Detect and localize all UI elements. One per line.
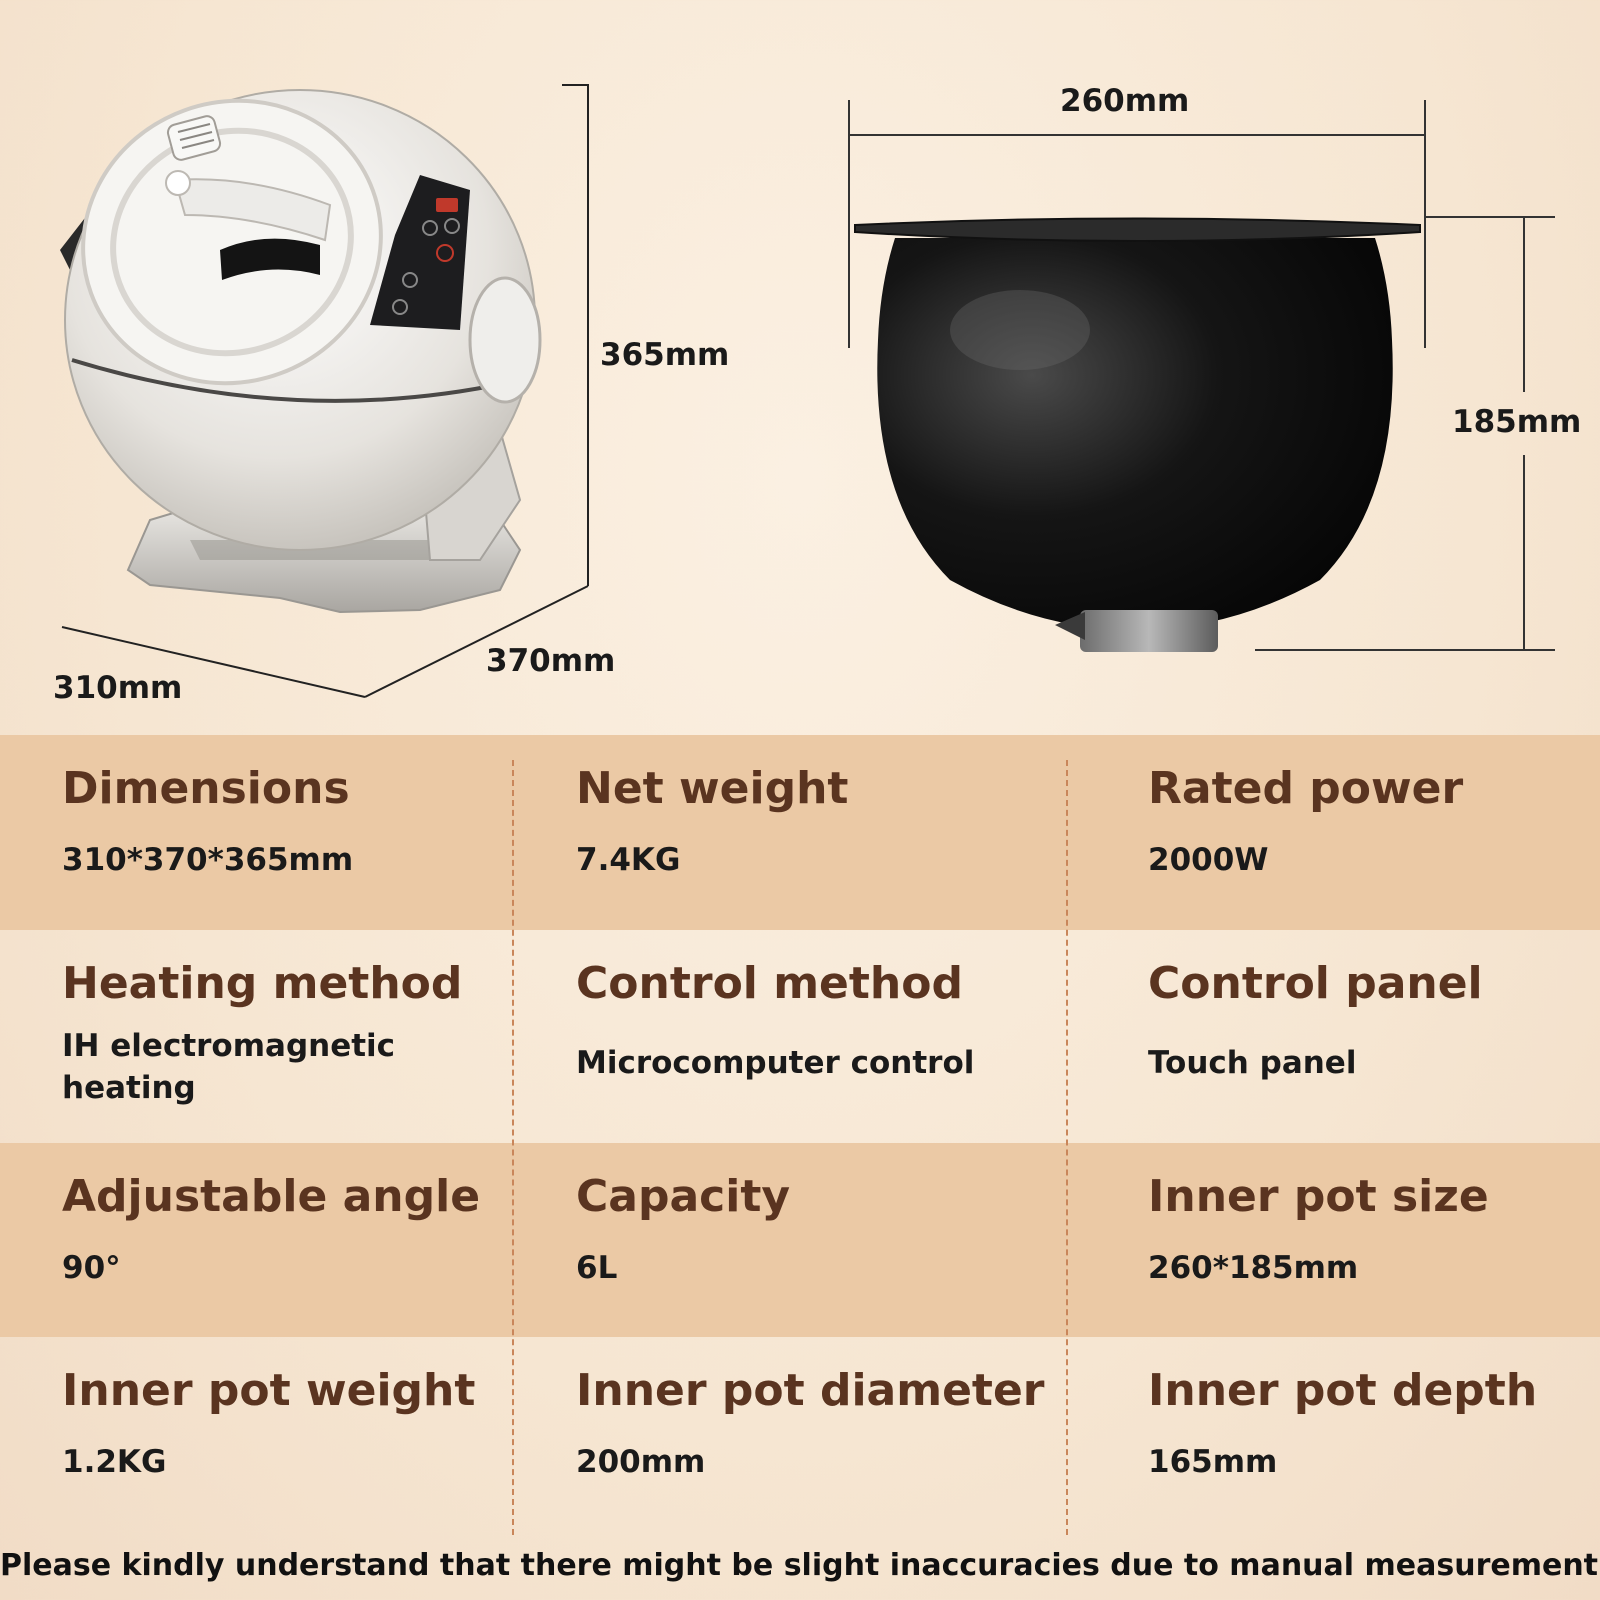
display-icon [436,198,458,212]
spec-value: 1.2KG [62,1444,167,1481]
spec-value: 310*370*365mm [62,842,354,879]
machine-dimension-lines [61,84,589,698]
spec-title: Control panel [1148,958,1483,1009]
spec-value: 200mm [576,1444,706,1481]
heart-button-icon [436,244,454,262]
cooking-machine [60,89,542,614]
spec-cell-net-weight: Net weight 7.4KG [512,735,1066,930]
spec-title: Rated power [1148,763,1464,814]
button-icon [402,272,418,288]
product-illustration-area: 365mm 370mm 310mm 260mm 185mm [0,0,1600,735]
spec-cell-capacity: Capacity 6L [512,1143,1066,1337]
power-button-icon [392,299,408,315]
column-divider [512,760,514,1535]
spec-title: Dimensions [62,763,350,814]
spec-title: Adjustable angle [62,1171,481,1222]
spec-value: IH electromagnetic heating [62,1028,396,1107]
spec-cell-dimensions: Dimensions 310*370*365mm [0,735,512,930]
spec-title: Inner pot weight [62,1365,476,1416]
steam-vent-icon [166,115,222,161]
spec-cell-inner-pot-size: Inner pot size 260*185mm [1066,1143,1600,1337]
spec-title: Control method [576,958,963,1009]
spec-value: 2000W [1148,842,1269,879]
spec-title: Inner pot depth [1148,1365,1538,1416]
spec-value: 6L [576,1250,618,1287]
spec-value: Microcomputer control [576,1045,975,1082]
spec-cell-control-panel: Control panel Touch panel [1066,930,1600,1143]
spec-row-band [0,735,1600,930]
spec-row-band [0,1143,1600,1337]
machine-height-label: 365mm [600,337,730,373]
spec-cell-control-method: Control method Microcomputer control [512,930,1066,1143]
spec-table: Dimensions 310*370*365mm Net weight 7.4K… [0,735,1600,1530]
spec-value: 90° [62,1250,121,1287]
pot-height-label: 185mm [1452,404,1582,440]
column-divider [1066,760,1068,1535]
spec-value: Touch panel [1148,1045,1357,1082]
spec-cell-inner-pot-depth: Inner pot depth 165mm [1066,1337,1600,1530]
spec-value: 165mm [1148,1444,1278,1481]
spec-title: Net weight [576,763,849,814]
touch-control-panel [370,175,470,330]
machine-width-label: 310mm [53,670,183,706]
spec-title: Heating method [62,958,463,1009]
spec-title: Inner pot size [1148,1171,1489,1222]
pot-width-label: 260mm [1060,83,1190,119]
spec-title: Inner pot diameter [576,1365,1045,1416]
spec-value: 260*185mm [1148,1250,1359,1287]
spec-cell-inner-pot-weight: Inner pot weight 1.2KG [0,1337,512,1530]
machine-depth-label: 370mm [486,643,616,679]
spec-title: Capacity [576,1171,791,1222]
product-illustration [60,84,1555,698]
button-icon [422,220,438,236]
spec-cell-adjustable-angle: Adjustable angle 90° [0,1143,512,1337]
spec-cell-heating-method: Heating method IH electromagnetic heatin… [0,930,512,1143]
spec-cell-rated-power: Rated power 2000W [1066,735,1600,930]
measurement-disclaimer: Please kindly understand that there migh… [0,1548,1600,1583]
inner-pot [854,217,1421,652]
spec-value: 7.4KG [576,842,681,879]
button-icon [444,218,460,234]
pot-dimension-lines [848,100,1555,651]
spec-cell-inner-pot-diameter: Inner pot diameter 200mm [512,1337,1066,1530]
